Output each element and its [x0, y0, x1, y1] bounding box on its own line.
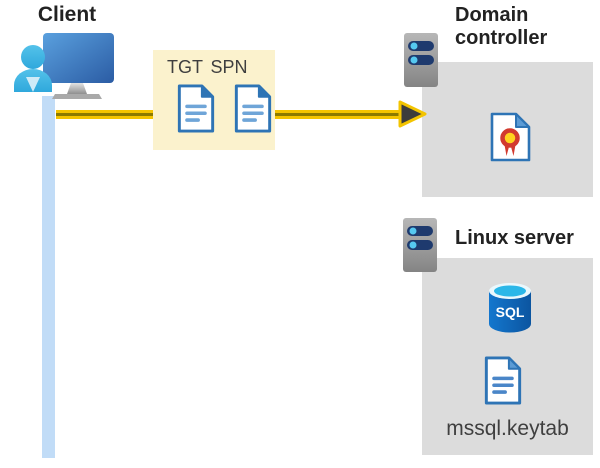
spn-label: SPN — [210, 57, 248, 77]
domain-controller-title: Domain controller — [455, 4, 548, 49]
linux-server-icon — [403, 218, 437, 272]
spn-document-icon — [234, 84, 272, 133]
keytab-document-icon — [484, 356, 522, 405]
client-title: Client — [37, 3, 97, 26]
linux-server-title: Linux server — [455, 227, 574, 249]
client-workstation-icon — [14, 33, 114, 99]
ticket-box: TGT SPN — [153, 50, 275, 150]
user-icon — [14, 45, 52, 92]
sql-label: SQL — [496, 304, 525, 320]
keytab-filename-label: mssql.keytab — [446, 417, 569, 440]
monitor-icon — [43, 33, 114, 99]
tgt-label: TGT — [167, 57, 203, 77]
domain-controller-server-icon — [404, 33, 438, 87]
client-connection-line — [42, 96, 55, 458]
tgt-document-icon — [177, 84, 215, 133]
certificate-icon — [490, 112, 531, 162]
sql-database-icon: SQL — [489, 283, 531, 333]
request-arrowhead-icon — [398, 100, 427, 128]
